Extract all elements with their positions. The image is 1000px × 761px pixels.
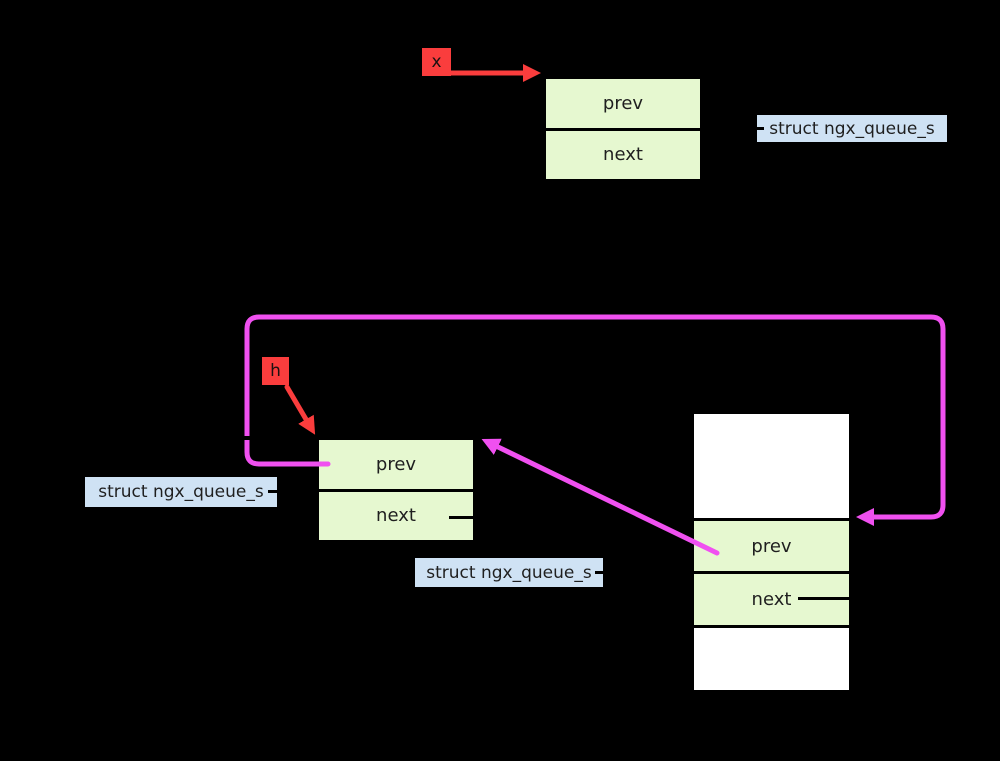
next-field-label: next (376, 505, 416, 527)
pointer-stub-head-label (268, 490, 278, 493)
prev-field-label: prev (751, 535, 792, 557)
pointer-h-label: h (270, 361, 281, 381)
pointer-stub-head-next (449, 516, 475, 519)
prev-field-label: prev (602, 92, 644, 114)
pointer-stub-top-label (757, 127, 764, 130)
prev-field: prev (694, 518, 849, 571)
prev-field-label: prev (375, 453, 417, 475)
type-label-element: struct ngx_queue_s (415, 558, 603, 587)
next-field: next (694, 571, 849, 625)
next-field-label: next (603, 144, 643, 166)
pointer-stub-element-label (595, 571, 603, 574)
pointer-x-box: x (422, 48, 451, 76)
queue-node-x: prev next (544, 77, 702, 181)
prev-field: prev (546, 79, 700, 128)
prev-field: prev (319, 440, 473, 489)
next-field: next (319, 488, 473, 541)
queue-node-head: prev next (317, 438, 475, 542)
queue-node-element: prev next (692, 412, 851, 692)
pointer-stub-loop-cross (242, 436, 253, 440)
pointer-stub-element-next (798, 597, 851, 600)
pointer-x-label: x (431, 52, 442, 72)
prev-pointer-arrow (481, 438, 720, 556)
type-label-head: struct ngx_queue_s (85, 477, 277, 507)
data-cell-bottom (694, 625, 849, 690)
pointer-h-box: h (262, 357, 289, 385)
h-pointer-arrow (284, 384, 316, 435)
next-field: next (546, 127, 700, 180)
data-cell-top (694, 414, 849, 518)
type-label-top: struct ngx_queue_s (757, 115, 947, 142)
next-field-label: next (751, 589, 792, 610)
